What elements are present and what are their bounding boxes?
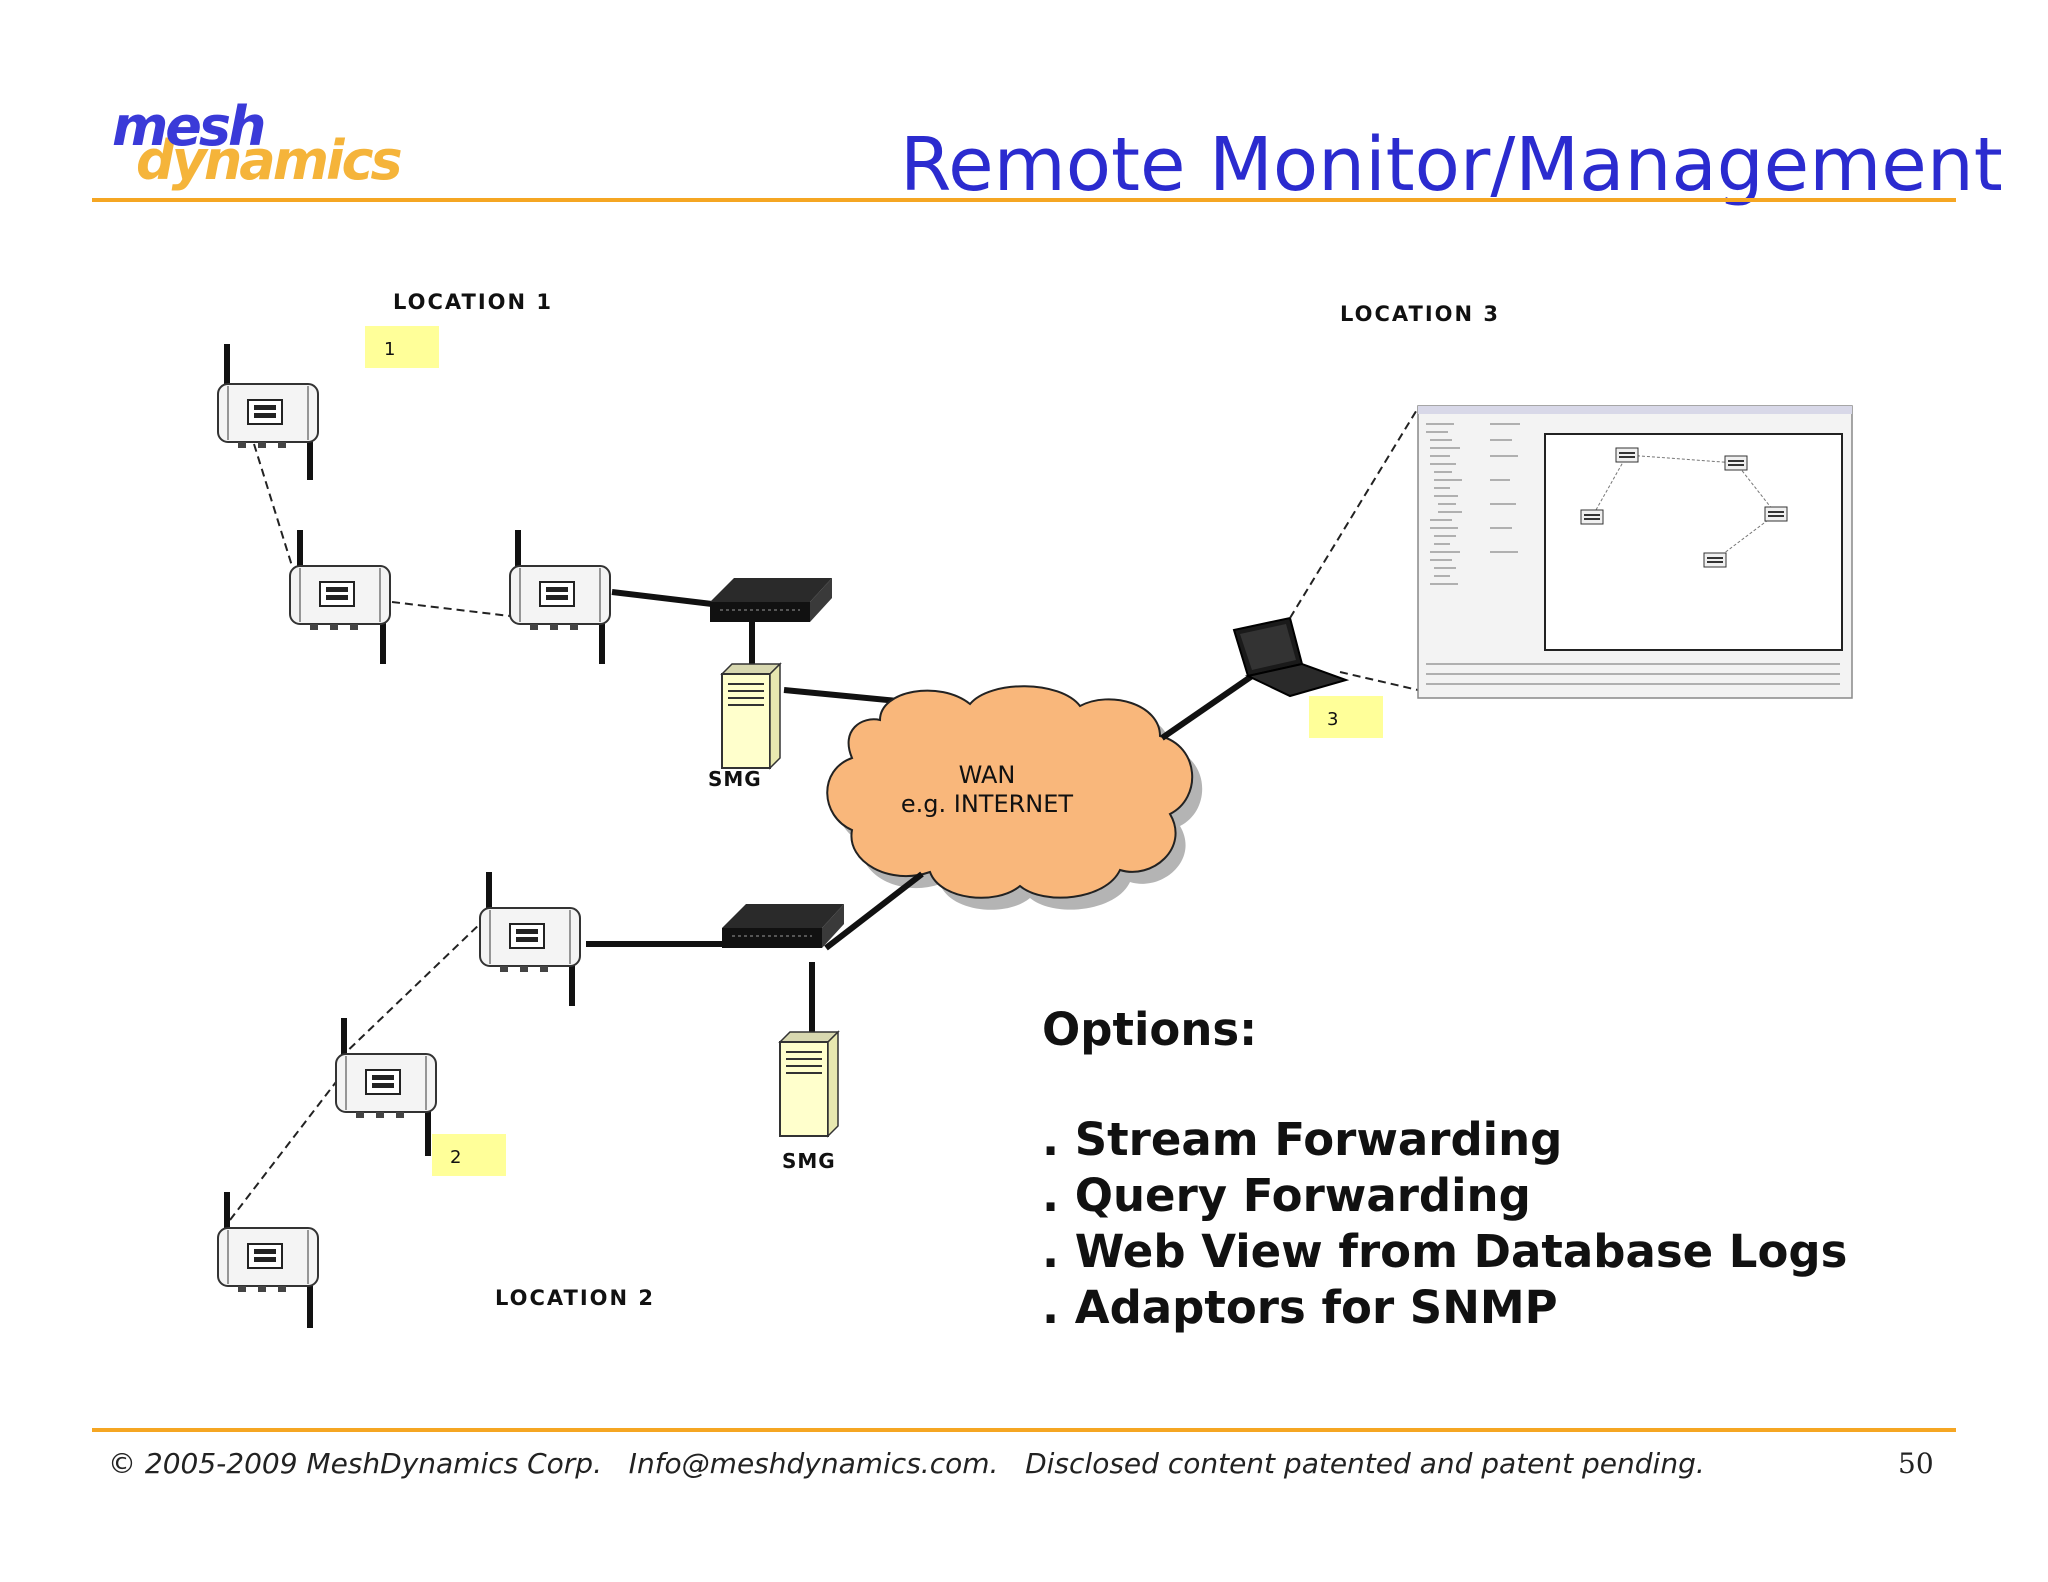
zoom-line-bottom: [1339, 671, 1419, 691]
badge-1: [365, 326, 439, 368]
mesh-link-1a: [253, 443, 293, 567]
mesh-node-2b: [335, 1018, 437, 1156]
badge-3: [1309, 696, 1383, 738]
option-item: . Query Forwarding: [1042, 1169, 1531, 1222]
smg-server-2: [779, 1031, 839, 1137]
management-app-screenshot: [1417, 405, 1853, 699]
wan-cloud: [826, 685, 1203, 910]
mesh-node-2c: [217, 1192, 319, 1328]
header-divider: [92, 198, 1956, 202]
laptop-icon: [1232, 616, 1350, 698]
badge-3-label: 3: [1327, 709, 1338, 730]
location-3-label: LOCATION 3: [1340, 302, 1500, 326]
footer-divider: [92, 1428, 1956, 1432]
page-number: 50: [1898, 1447, 1934, 1480]
ethernet-switch-1: [709, 577, 833, 623]
option-item: . Web View from Database Logs: [1042, 1225, 1848, 1278]
mesh-link-2a: [339, 919, 485, 1059]
location-1-label: LOCATION 1: [393, 290, 553, 314]
meshdynamics-logo: dynamics mesh: [112, 95, 403, 200]
smg-label-1: SMG: [708, 767, 762, 791]
smg-server-1: [721, 663, 781, 769]
mesh-node-1c: [509, 530, 611, 664]
zoom-line-top: [1289, 407, 1419, 619]
mesh-node-1b: [289, 530, 391, 664]
mesh-link-2b: [229, 1081, 337, 1221]
mesh-node-1a: [217, 344, 319, 480]
mesh-link-1b: [391, 601, 511, 617]
wan-label: WAN: [959, 761, 1016, 789]
wire-wan-to-laptop: [1160, 673, 1254, 741]
badge-1-label: 1: [384, 339, 395, 360]
mesh-node-2a: [479, 872, 581, 1006]
badge-2: [432, 1134, 506, 1176]
options-title: Options:: [1042, 1003, 1258, 1056]
wire-smg-to-wan-1: [783, 687, 909, 705]
page-title: Remote Monitor/Management: [900, 122, 2003, 208]
badge-2-label: 2: [450, 1147, 461, 1168]
location-2-label: LOCATION 2: [495, 1286, 655, 1310]
smg-label-2: SMG: [782, 1149, 836, 1173]
wire-node-to-switch-1: [611, 589, 713, 607]
options-panel: Options: . Stream Forwarding . Query For…: [1042, 1000, 1847, 1336]
footer-copyright: © 2005-2009 MeshDynamics Corp. Info@mesh…: [108, 1447, 1705, 1480]
option-item: . Adaptors for SNMP: [1042, 1281, 1558, 1334]
logo-text-mesh: mesh: [112, 95, 266, 158]
option-item: . Stream Forwarding: [1042, 1113, 1563, 1166]
ethernet-switch-2: [721, 903, 845, 949]
logo-text-dynamics: dynamics: [136, 129, 403, 192]
wire-switch-to-wan-2: [824, 871, 924, 951]
wan-sublabel: e.g. INTERNET: [901, 790, 1074, 818]
